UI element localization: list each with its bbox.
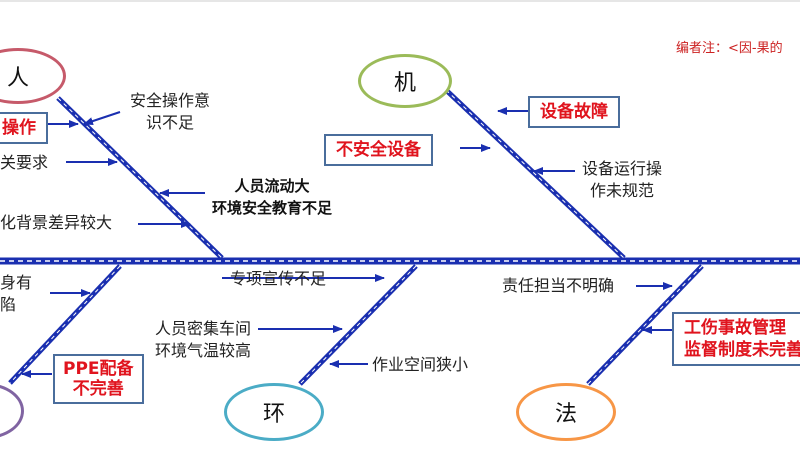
category-huan: 环 <box>224 383 324 441</box>
label-mimji: 人员密集车间 环境气温较高 <box>155 318 251 362</box>
label-yunxing-line1: 设备运行操 <box>582 159 663 178</box>
category-ren-label: 人 <box>6 66 29 91</box>
label-yunxing-line2: 作未规范 <box>590 181 655 200</box>
label-anquan: 安全操作意 识不足 <box>130 90 210 134</box>
box-ppe-line2: 不完善 <box>72 379 124 399</box>
label-yunxing: 设备运行操 作未规范 <box>582 158 662 202</box>
label-zhuanxiang: 专项宣传不足 <box>230 269 327 288</box>
category-ji-label: 机 <box>393 71 416 96</box>
label-anquan-line1: 安全操作意 <box>130 91 211 110</box>
label-liudong-line2: 环境安全教育不足 <box>212 199 333 217</box>
label-zeren: 责任担当不明确 <box>502 276 615 295</box>
label-kongjian: 作业空间狭小 <box>372 355 469 374</box>
box-buanquan-shebei: 不安全设备 <box>324 134 433 166</box>
category-huan-label: 环 <box>262 402 285 427</box>
category-fa: 法 <box>516 383 616 441</box>
box-gongshang-line1: 工伤事故管理 <box>684 318 786 338</box>
top-divider <box>0 0 800 2</box>
box-gongshang: 工伤事故管理 监督制度未完善 <box>672 312 800 366</box>
category-fa-label: 法 <box>554 402 577 427</box>
label-shenyou-line2: 缺陷 <box>0 295 17 314</box>
label-liudong-line1: 人员流动大 <box>234 177 310 195</box>
label-shenyou-line1: 本身有 <box>0 273 33 292</box>
rib-left-bottom <box>8 264 122 385</box>
label-anquan-line2: 识不足 <box>146 113 195 132</box>
label-mimji-line2: 环境气温较高 <box>155 341 252 360</box>
box-ppe-line1: PPE配备 <box>63 359 134 379</box>
label-mimji-line1: 人员密集车间 <box>155 319 252 338</box>
rib-huan <box>298 264 418 386</box>
category-ji: 机 <box>358 54 452 108</box>
rib-fa <box>586 264 704 386</box>
label-liudong: 人员流动大 环境安全教育不足 <box>212 175 332 219</box>
box-ppe: PPE配备 不完善 <box>53 354 144 404</box>
label-shenyou: 本身有 缺陷 <box>0 272 32 316</box>
box-caozuo: 操作 <box>0 112 48 144</box>
cause-arrows <box>21 107 680 378</box>
label-xiangguan: 相关要求 <box>0 153 49 172</box>
box-gongshang-line2: 监督制度未完善 <box>684 340 800 360</box>
box-shebei-guzhang: 设备故障 <box>528 96 620 128</box>
label-wenhua: 文化背景差异较大 <box>0 213 113 232</box>
editor-note: 编者注：<因-果的 <box>676 41 783 56</box>
